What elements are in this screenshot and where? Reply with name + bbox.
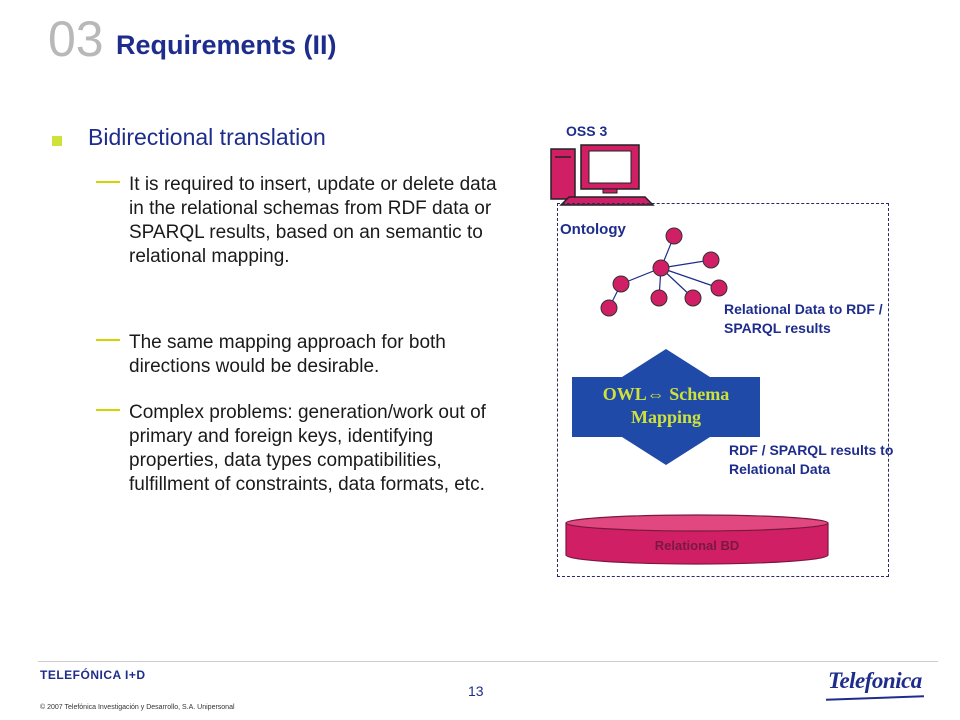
mapping-line-2: Mapping xyxy=(630,407,702,427)
page-number: 13 xyxy=(468,683,484,699)
sub-bullet: It is required to insert, update or dele… xyxy=(96,173,516,269)
mapping-line-1: OWL⇔ Schema xyxy=(602,384,730,404)
relational-to-rdf-label: Relational Data to RDF / SPARQL results xyxy=(724,301,883,336)
sub-bullet: Complex problems: generation/work out of… xyxy=(96,401,516,497)
relational-bd-label: Relational BD xyxy=(654,538,740,553)
bidirectional-arrow-icon xyxy=(572,349,760,465)
database-cylinder-icon xyxy=(565,514,829,565)
rdf-to-relational-label: RDF / SPARQL results to Relational Data xyxy=(729,442,894,477)
ontology-node xyxy=(600,299,618,317)
main-bullet: Bidirectional translation xyxy=(88,124,326,150)
bullet-square-icon xyxy=(52,136,62,146)
dash-icon xyxy=(96,181,120,183)
dash-icon xyxy=(96,409,120,411)
sub-bullet-text: Complex problems: generation/work out of… xyxy=(129,402,486,495)
brand-logo: Telefonica xyxy=(828,668,922,693)
mapping-label: OWL⇔ Schema Mapping xyxy=(572,383,760,429)
oss-label: OSS 3 xyxy=(566,123,608,139)
ontology-node xyxy=(612,275,630,293)
ontology-node xyxy=(710,279,728,297)
footer-divider xyxy=(38,661,938,662)
company-name: TELEFÓNICA I+D xyxy=(40,668,146,682)
computer-icon xyxy=(550,144,655,206)
dash-icon xyxy=(96,339,120,341)
ontology-node xyxy=(684,289,702,307)
copyright-notice: © 2007 Telefónica Investigación y Desarr… xyxy=(40,704,235,711)
slide-title: Requirements (II) xyxy=(116,30,337,60)
ontology-graph xyxy=(600,227,728,317)
ontology-node xyxy=(665,227,683,245)
sub-bullet-text: It is required to insert, update or dele… xyxy=(129,174,497,267)
ontology-node xyxy=(702,251,720,269)
ontology-node xyxy=(650,289,668,307)
ontology-label: Ontology xyxy=(560,221,626,238)
sub-bullet: The same mapping approach for both direc… xyxy=(96,331,516,379)
sub-bullet-text: The same mapping approach for both direc… xyxy=(129,332,446,377)
ontology-node xyxy=(652,259,670,277)
section-number: 03 xyxy=(48,11,104,67)
brand-logo-swoosh xyxy=(825,695,925,701)
diagram-boundary xyxy=(557,203,889,577)
